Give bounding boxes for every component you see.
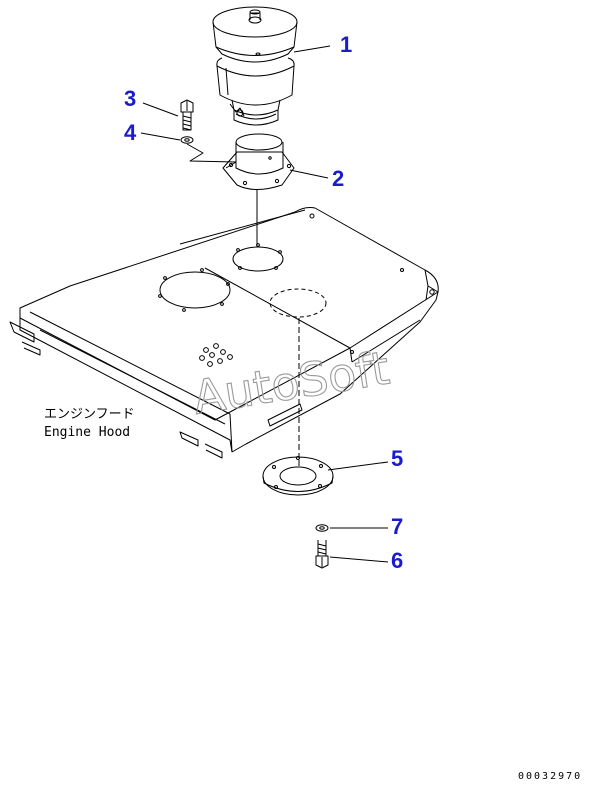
assembly-lines — [186, 143, 300, 466]
pre-cleaner-part-1 — [212, 6, 298, 126]
callout-1: 1 — [340, 32, 352, 57]
callout-4: 4 — [124, 120, 137, 145]
vent-holes — [199, 343, 233, 367]
engine-hood-label-japanese: エンジンフード — [44, 407, 135, 422]
washer-part-4 — [180, 136, 194, 144]
bolt-part-6 — [315, 540, 329, 569]
engine-hood-label-english: Engine Hood — [44, 425, 130, 440]
document-number: 00032970 — [518, 771, 582, 782]
engine-hood — [9, 207, 439, 459]
callout-7: 7 — [391, 514, 403, 539]
washer-part-7 — [315, 524, 329, 532]
hood-opening-hidden — [269, 288, 327, 318]
callout-2: 2 — [332, 166, 344, 191]
adapter-part-2 — [222, 133, 295, 190]
ring-plate-part-5 — [262, 456, 334, 496]
callout-5: 5 — [391, 446, 403, 471]
callout-6: 6 — [391, 548, 403, 573]
callout-3: 3 — [124, 86, 136, 111]
leader-lines — [140, 45, 389, 563]
bolt-part-3 — [180, 99, 194, 131]
hood-opening-left — [158, 268, 231, 312]
hood-opening-mount — [232, 243, 284, 272]
